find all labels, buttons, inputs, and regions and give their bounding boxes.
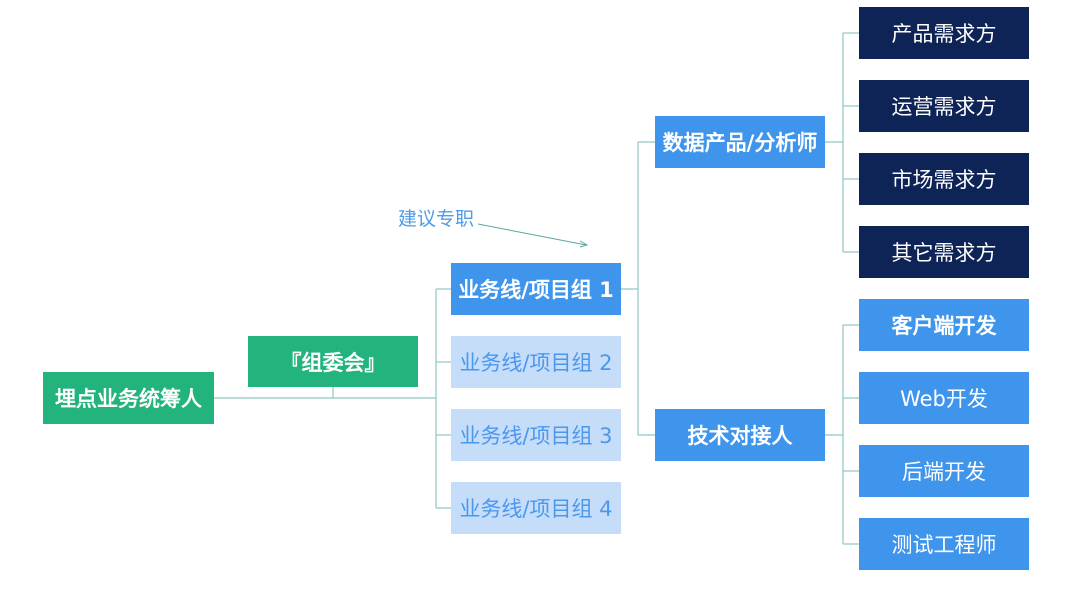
root-node: 埋点业务统筹人 bbox=[43, 372, 214, 424]
data-analyst-node: 数据产品/分析师 bbox=[655, 116, 825, 168]
qa-engineer-node: 测试工程师 bbox=[859, 518, 1029, 570]
operations-demand-node: 运营需求方 bbox=[859, 80, 1029, 132]
business-line-3: 业务线/项目组 3 bbox=[451, 409, 621, 461]
business-line-1: 业务线/项目组 1 bbox=[451, 263, 621, 315]
tech-liaison-node: 技术对接人 bbox=[655, 409, 825, 461]
business-line-2: 业务线/项目组 2 bbox=[451, 336, 621, 388]
annotation-label: 建议专职 bbox=[398, 208, 475, 230]
web-dev-node: Web开发 bbox=[859, 372, 1029, 424]
other-demand-node: 其它需求方 bbox=[859, 226, 1029, 278]
marketing-demand-node: 市场需求方 bbox=[859, 153, 1029, 205]
committee-node: 『组委会』 bbox=[248, 336, 418, 387]
backend-dev-node: 后端开发 bbox=[859, 445, 1029, 497]
client-dev-node: 客户端开发 bbox=[859, 299, 1029, 351]
product-demand-node: 产品需求方 bbox=[859, 7, 1029, 59]
business-line-4: 业务线/项目组 4 bbox=[451, 482, 621, 534]
